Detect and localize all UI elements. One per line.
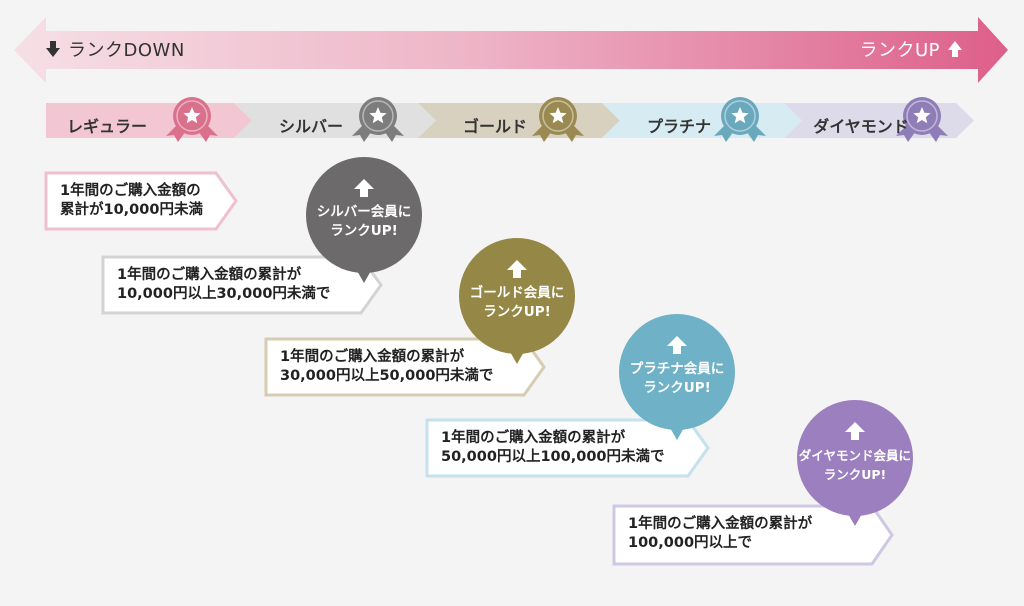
condition-line: 累計が10,000円未満 — [60, 202, 203, 218]
condition-box — [44, 171, 238, 231]
condition-text: 1年間のご購入金額の累計が 10,000円以上30,000円未満で — [117, 266, 330, 304]
condition-line: 1年間のご購入金額の累計が — [441, 430, 626, 446]
rank-up-label: ランクUP — [859, 36, 962, 62]
rank-up-bubble — [619, 314, 735, 440]
arrow-up-icon — [354, 179, 374, 197]
arrow-up-icon — [667, 336, 687, 354]
rank-name-label: レギュラー — [66, 117, 147, 136]
condition-line: 1年間のご購入金額の累計が — [280, 349, 465, 365]
rank-down-label: ランクDOWN — [46, 36, 185, 62]
condition-line: 1年間のご購入金額の — [60, 183, 201, 199]
rank-direction-arrow — [14, 17, 1008, 83]
rank-up-line: ダイヤモンド会員に — [798, 448, 912, 463]
condition-line: 1年間のご購入金額の累計が — [117, 267, 302, 283]
condition-line: 1年間のご購入金額の累計が — [628, 516, 813, 532]
rank-up-text: シルバー会員にランクUP! — [306, 203, 422, 241]
condition-line: 30,000円以上50,000円未満で — [280, 368, 494, 384]
rank-up-bubble — [459, 238, 575, 364]
arrow-up-icon — [507, 260, 527, 278]
condition-text: 1年間のご購入金額の累計が 30,000円以上50,000円未満で — [280, 348, 493, 386]
condition-box — [101, 255, 383, 315]
rank-badge-icon — [166, 97, 218, 142]
rank-name-label: ダイヤモンド — [813, 117, 909, 136]
rank-up-line: ランクUP! — [330, 223, 398, 239]
arrow-down-icon — [46, 41, 60, 57]
rank-up-line: プラチナ会員に — [629, 361, 725, 377]
rank-up-text: ゴールド会員にランクUP! — [459, 284, 575, 322]
rank-bar — [46, 97, 974, 142]
rank-name-label: プラチナ — [646, 117, 711, 136]
condition-text: 1年間のご購入金額の累計が10,000円未満 — [60, 182, 203, 220]
rank-name-label: ゴールド — [462, 117, 527, 136]
rank-up-bubble — [306, 157, 422, 283]
rank-badge-icon — [714, 97, 766, 142]
condition-text: 1年間のご購入金額の累計が 50,000円以上100,000円未満で — [441, 429, 665, 467]
rank-up-line: ランクUP! — [483, 304, 551, 320]
rank-up-line: ランクUP! — [643, 380, 711, 396]
arrow-up-icon — [845, 422, 865, 440]
rank-up-line: ゴールド会員に — [469, 285, 565, 301]
condition-line: 50,000円以上100,000円未満で — [441, 449, 665, 465]
condition-text: 1年間のご購入金額の累計が 100,000円以上で — [628, 515, 812, 553]
condition-line: 10,000円以上30,000円未満で — [117, 286, 331, 302]
rank-up-bubble — [797, 400, 913, 526]
rank-up-text: ダイヤモンド会員にランクUP! — [797, 446, 913, 484]
condition-line: 100,000円以上で — [628, 535, 753, 551]
rank-up-line: シルバー会員に — [316, 204, 412, 220]
rank-name-label: シルバー — [278, 117, 343, 136]
rank-badge-icon — [896, 97, 948, 142]
rank-badge-icon — [352, 97, 404, 142]
rank-up-line: ランクUP! — [823, 467, 887, 482]
rank-up-text: プラチナ会員にランクUP! — [619, 360, 735, 398]
rank-badge-icon — [532, 97, 584, 142]
arrow-up-icon — [948, 41, 962, 57]
